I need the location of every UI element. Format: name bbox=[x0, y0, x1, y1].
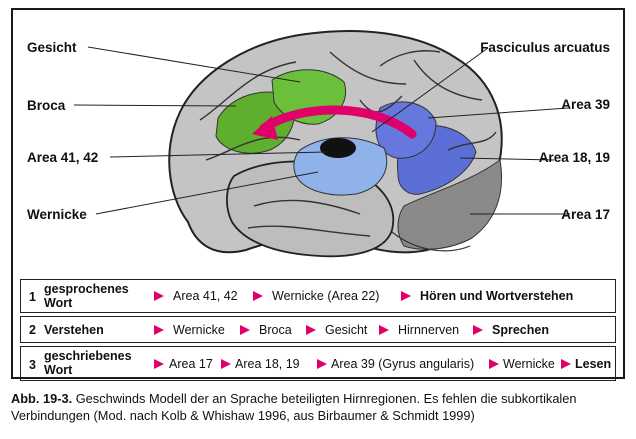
arrow-icon bbox=[306, 325, 316, 335]
row-number: 2 bbox=[29, 323, 36, 337]
label-area-18-19: Area 18, 19 bbox=[539, 150, 610, 166]
step-result: Hören und Wortverstehen bbox=[420, 289, 573, 303]
step: Gesicht bbox=[325, 323, 367, 337]
row-number: 3 bbox=[29, 358, 36, 372]
arrow-icon bbox=[561, 359, 571, 369]
step-result: Sprechen bbox=[492, 323, 549, 337]
step: Wernicke bbox=[173, 323, 225, 337]
row-heading-2: Wort bbox=[44, 296, 72, 310]
label-wernicke: Wernicke bbox=[27, 207, 87, 223]
caption-tag: Abb. 19-3. bbox=[11, 391, 72, 406]
step: Area 39 (Gyrus angularis) bbox=[331, 357, 474, 371]
arrow-icon bbox=[154, 325, 164, 335]
arrow-icon bbox=[253, 291, 263, 301]
step: Area 41, 42 bbox=[173, 289, 238, 303]
arrow-icon bbox=[401, 291, 411, 301]
row-heading-2: Wort bbox=[44, 363, 72, 377]
table-row: 3 geschriebenes Wort Area 17 Area 18, 19… bbox=[20, 346, 616, 381]
label-fasciculus-arcuatus: Fasciculus arcuatus bbox=[480, 40, 610, 56]
table-row: 2 Verstehen Wernicke Broca Gesicht Hirnn… bbox=[20, 316, 616, 343]
step: Hirnnerven bbox=[398, 323, 459, 337]
step-result: Lesen bbox=[575, 357, 611, 371]
arrow-icon bbox=[489, 359, 499, 369]
label-area-17: Area 17 bbox=[561, 207, 610, 223]
table-row: 1 gesprochenes Wort Area 41, 42 Wernicke… bbox=[20, 279, 616, 313]
area-41-42 bbox=[320, 138, 356, 158]
arrow-icon bbox=[154, 291, 164, 301]
step: Wernicke (Area 22) bbox=[272, 289, 379, 303]
step: Wernicke bbox=[503, 357, 555, 371]
arrow-icon bbox=[221, 359, 231, 369]
step: Area 18, 19 bbox=[235, 357, 300, 371]
label-area-41-42: Area 41, 42 bbox=[27, 150, 98, 166]
figure-caption: Abb. 19-3. Geschwinds Modell der an Spra… bbox=[11, 390, 627, 424]
step: Broca bbox=[259, 323, 292, 337]
arrow-icon bbox=[154, 359, 164, 369]
label-gesicht: Gesicht bbox=[27, 40, 77, 56]
label-area-39: Area 39 bbox=[561, 97, 610, 113]
row-number: 1 bbox=[29, 290, 36, 304]
arrow-icon bbox=[379, 325, 389, 335]
row-heading: geschriebenes bbox=[44, 349, 132, 363]
label-broca: Broca bbox=[27, 98, 65, 114]
arrow-icon bbox=[240, 325, 250, 335]
arrow-icon bbox=[473, 325, 483, 335]
row-heading: gesprochenes bbox=[44, 282, 129, 296]
row-heading: Verstehen bbox=[44, 323, 104, 337]
step: Area 17 bbox=[169, 357, 213, 371]
caption-text: Geschwinds Modell der an Sprache beteili… bbox=[11, 391, 577, 423]
arrow-icon bbox=[317, 359, 327, 369]
